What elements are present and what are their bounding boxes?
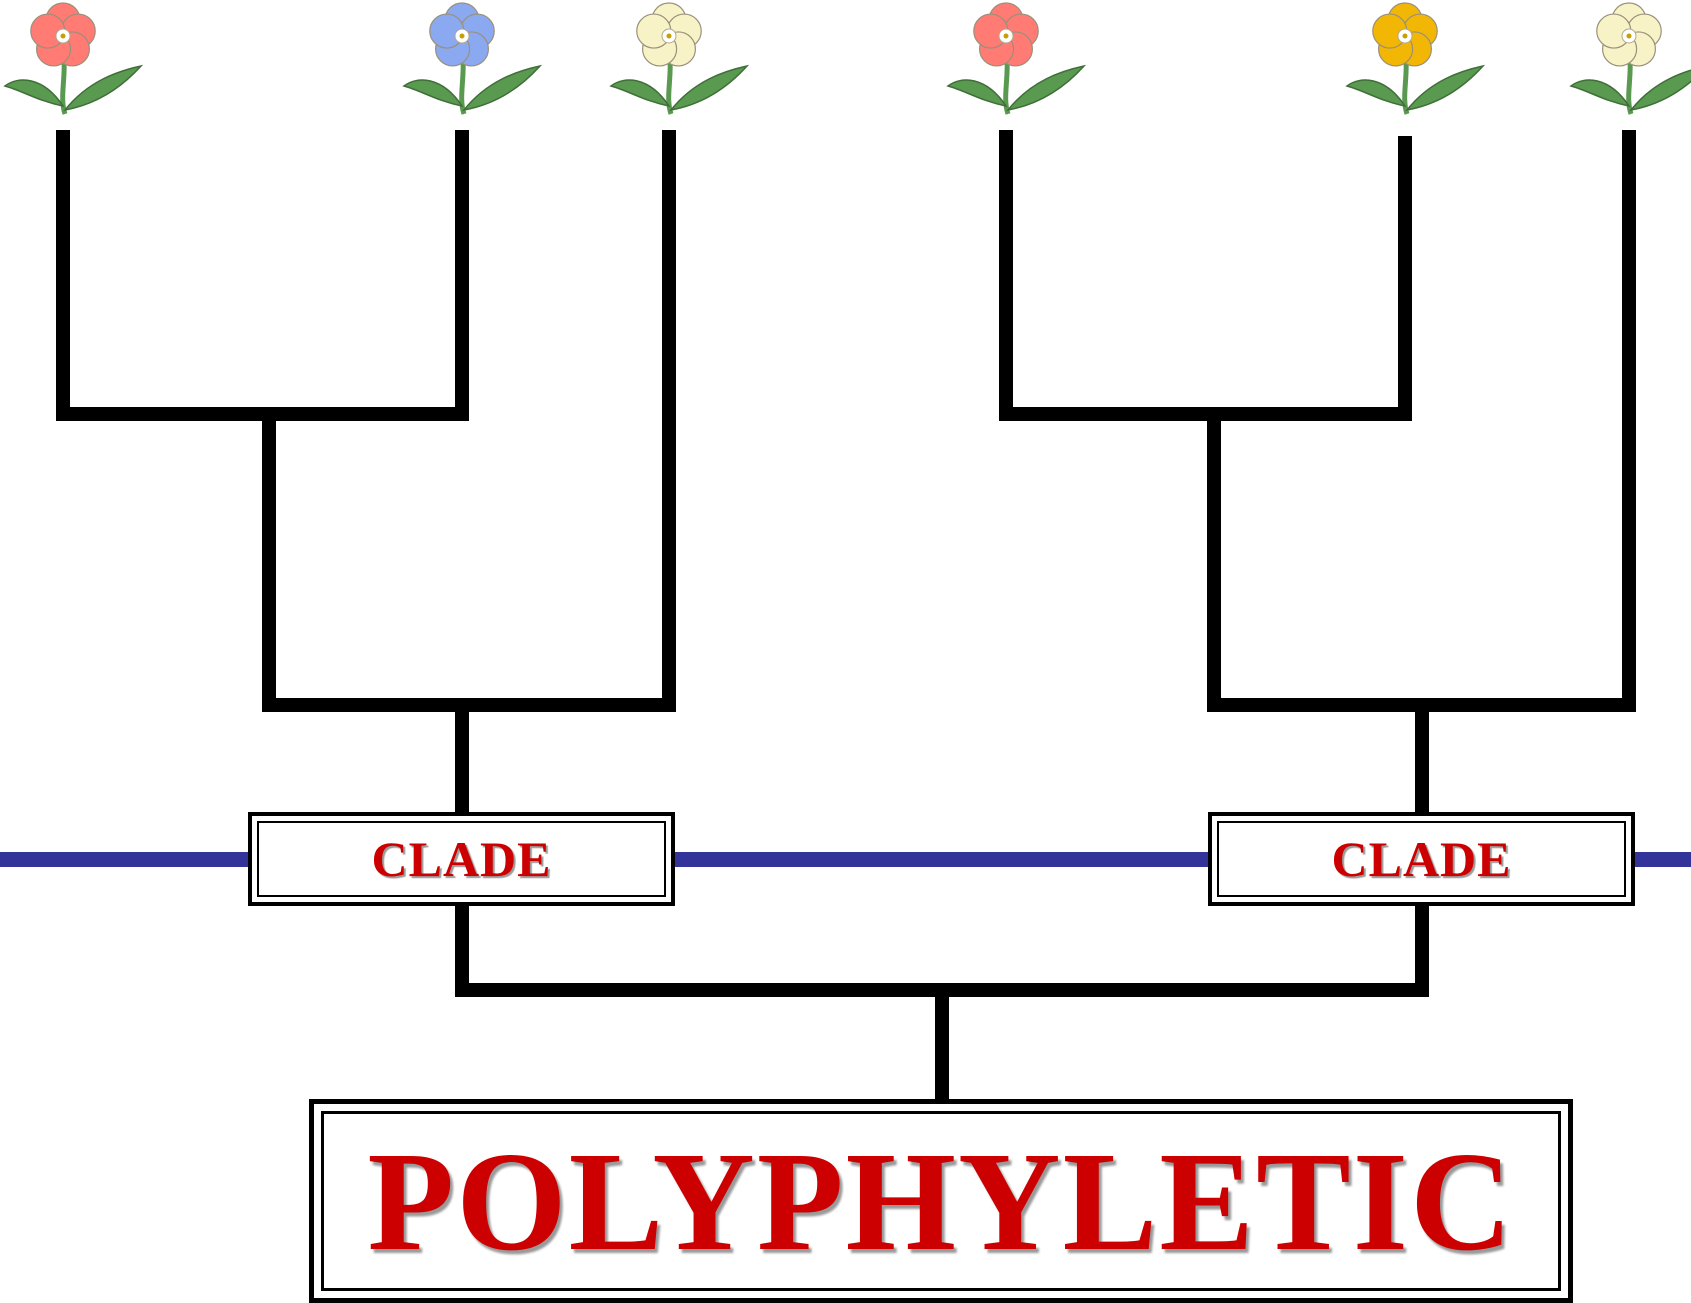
clade-box-right-inner: CLADE bbox=[1217, 821, 1626, 897]
cream-flower-icon bbox=[1569, 2, 1691, 115]
cream-flower-icon bbox=[609, 2, 750, 115]
yellow-flower-icon bbox=[1345, 2, 1486, 115]
tree-branches bbox=[56, 130, 1636, 1106]
clade-label-left: CLADE bbox=[371, 831, 552, 887]
clade-label-right: CLADE bbox=[1331, 831, 1512, 887]
red-flower-icon bbox=[946, 2, 1087, 115]
taxa-flowers bbox=[3, 2, 1691, 115]
clade-box-left-inner: CLADE bbox=[257, 821, 666, 897]
group-box-inner: POLYPHYLETIC bbox=[321, 1111, 1561, 1291]
red-flower-icon bbox=[3, 2, 144, 115]
clade-box-left: CLADE bbox=[248, 812, 675, 906]
clade-box-right: CLADE bbox=[1208, 812, 1635, 906]
group-box: POLYPHYLETIC bbox=[309, 1099, 1573, 1303]
blue-flower-icon bbox=[402, 2, 543, 115]
group-label: POLYPHYLETIC bbox=[367, 1122, 1515, 1280]
